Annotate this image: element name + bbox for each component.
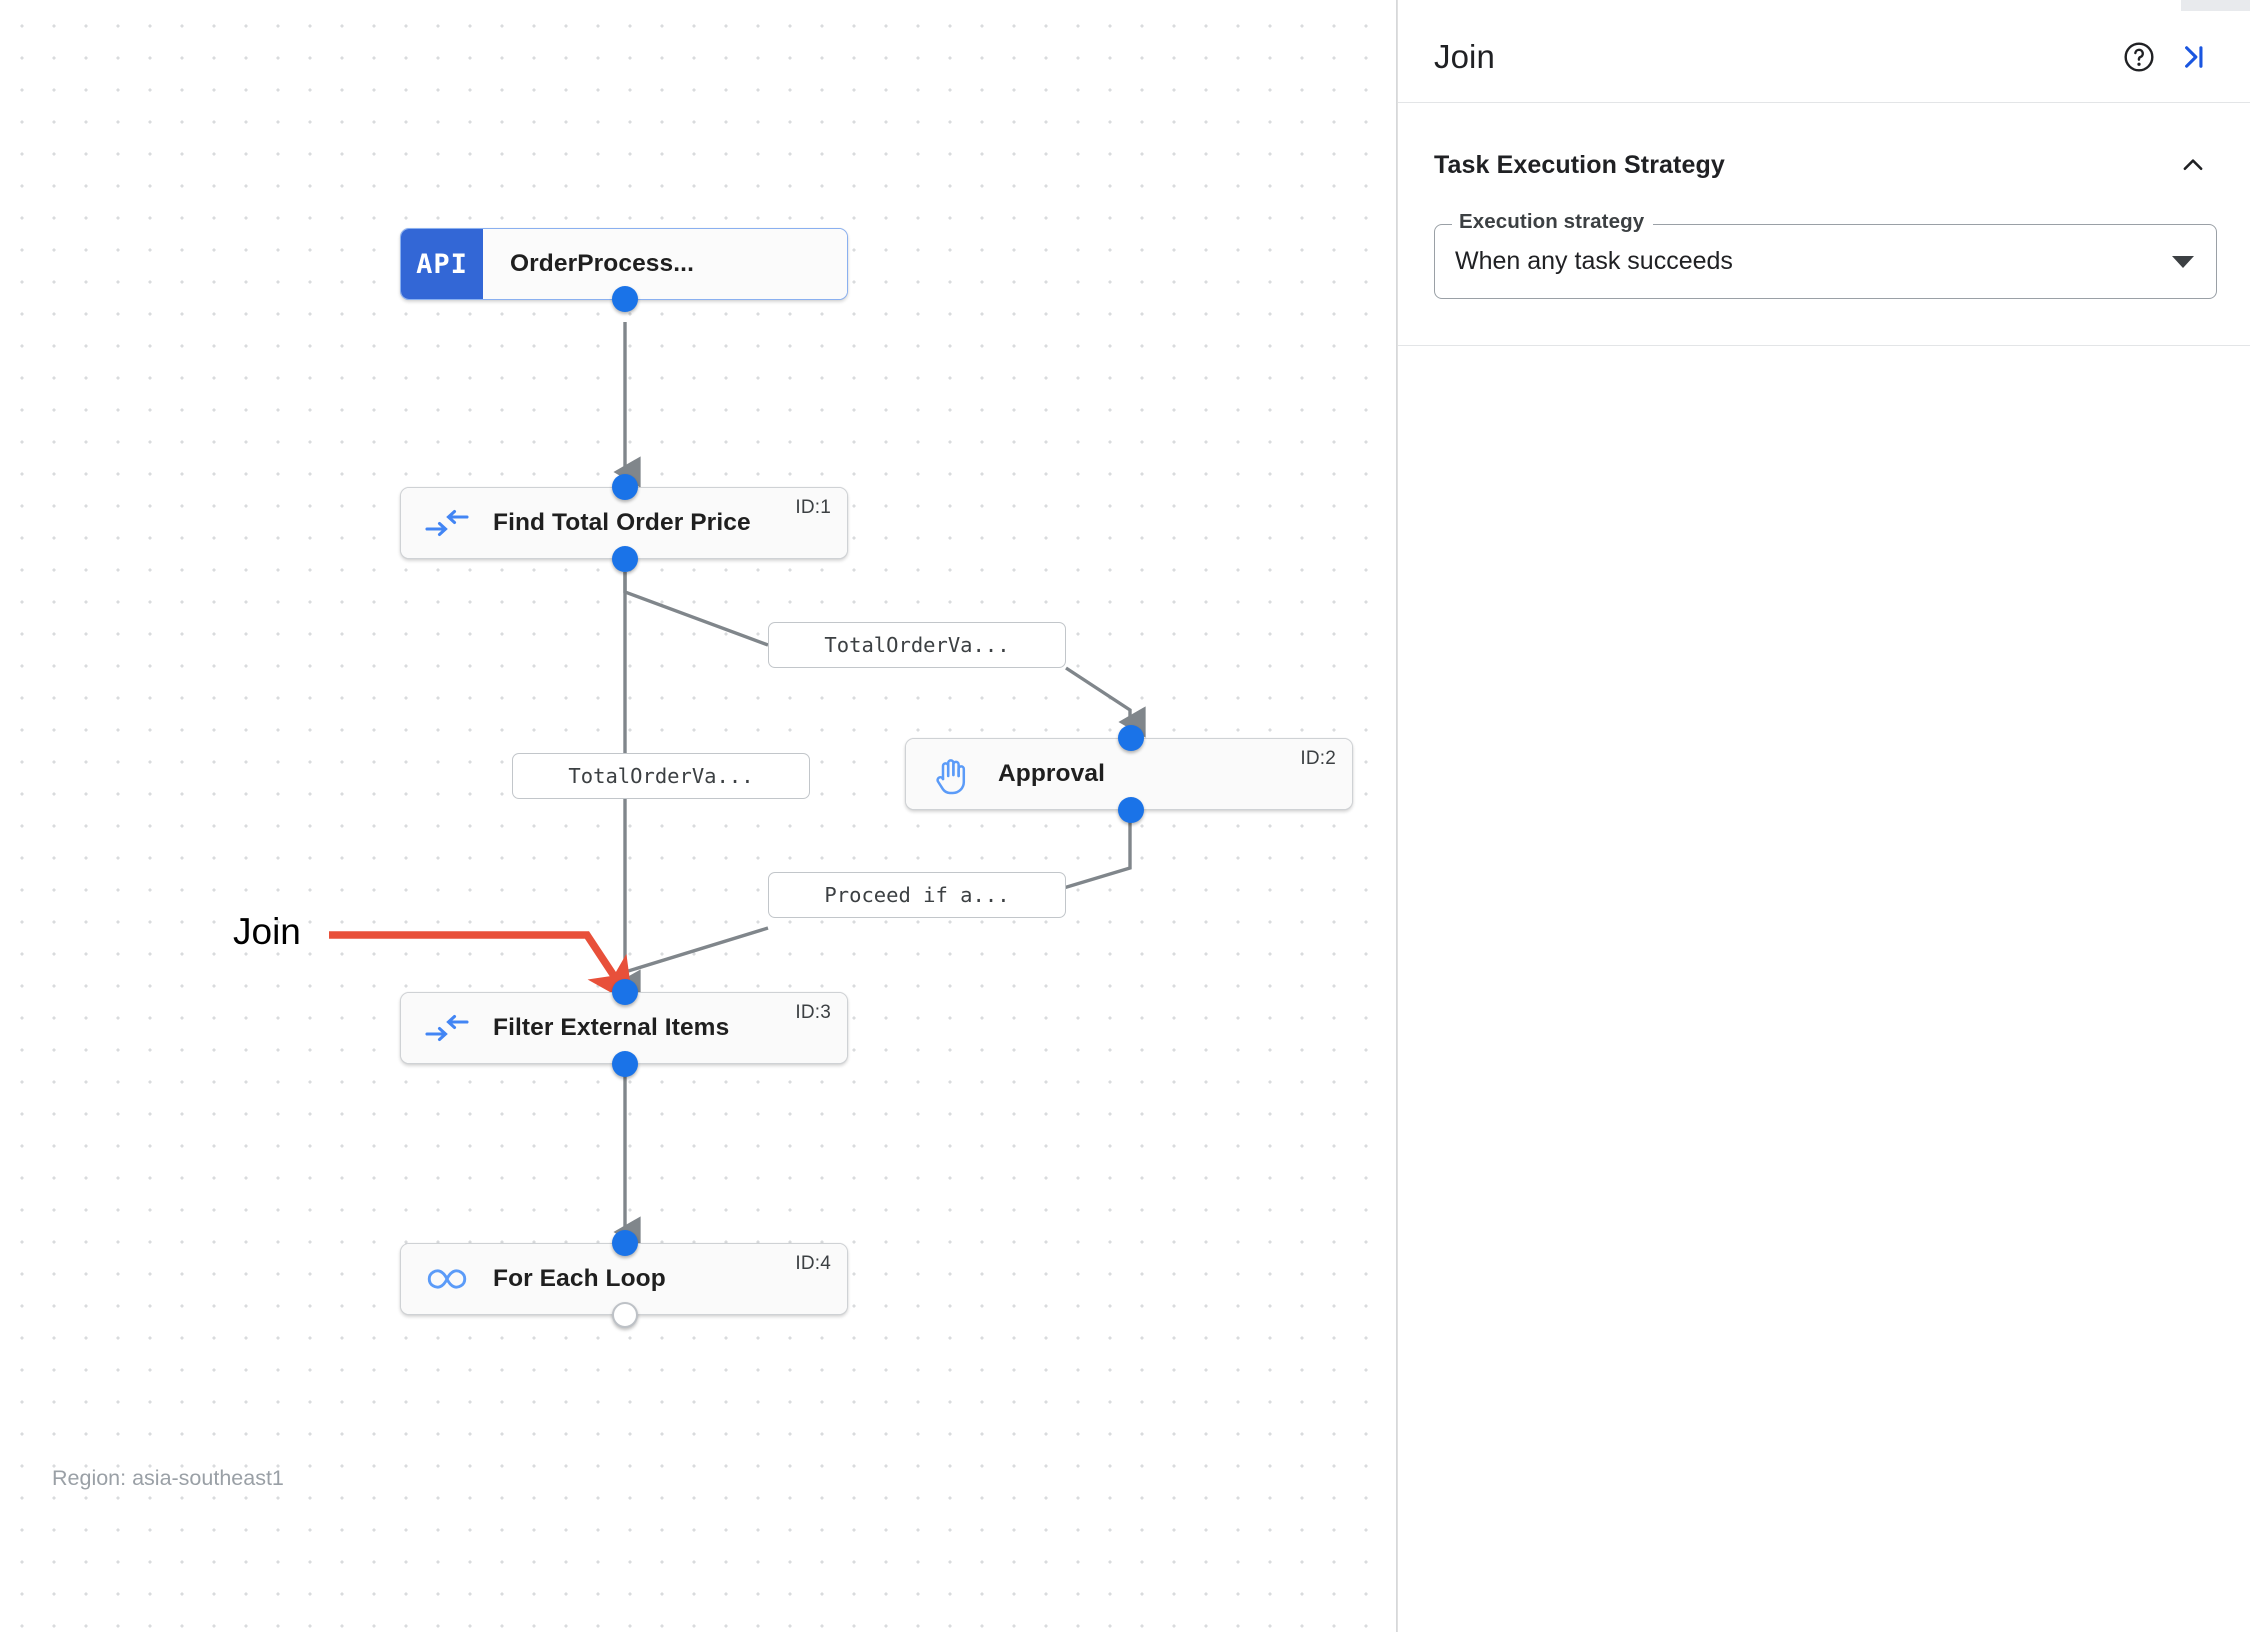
node-output-port[interactable] bbox=[1118, 797, 1144, 823]
workflow-node-title: For Each Loop bbox=[493, 1265, 666, 1292]
api-badge-icon: API bbox=[401, 229, 483, 299]
workflow-node-id-badge: ID:4 bbox=[795, 1253, 831, 1274]
canvas-region-label: Region: asia-southeast1 bbox=[52, 1466, 284, 1490]
workflow-node-title: Find Total Order Price bbox=[493, 509, 751, 536]
raised-hand-icon bbox=[906, 739, 998, 809]
workflow-node-id-badge: ID:3 bbox=[795, 1002, 831, 1023]
edge-label-text: Proceed if a... bbox=[824, 883, 1010, 907]
workflow-canvas[interactable]: API OrderProcess... F bbox=[0, 0, 1397, 1632]
section-task-execution-strategy[interactable]: Task Execution Strategy bbox=[1398, 134, 2250, 196]
node-input-port[interactable] bbox=[612, 474, 638, 500]
merge-arrows-icon bbox=[401, 488, 493, 558]
properties-panel: Join Task Execution Strategy bbox=[1397, 0, 2250, 1632]
execution-strategy-value: When any task succeeds bbox=[1455, 247, 1733, 275]
workflow-node-for-each-loop[interactable]: For Each Loop ID:4 bbox=[400, 1230, 848, 1328]
execution-strategy-label: Execution strategy bbox=[1455, 210, 1649, 234]
node-input-port[interactable] bbox=[612, 979, 638, 1005]
node-input-port[interactable] bbox=[1118, 725, 1144, 751]
execution-strategy-field[interactable]: Execution strategy When any task succeed… bbox=[1434, 210, 2217, 299]
edge-label-pill[interactable]: TotalOrderVa... bbox=[768, 622, 1066, 668]
panel-title: Join bbox=[1434, 37, 1495, 75]
workflow-node-approval[interactable]: Approval ID:2 bbox=[905, 725, 1353, 823]
node-input-port[interactable] bbox=[612, 1230, 638, 1256]
canvas-panel-divider bbox=[1396, 0, 1397, 1632]
edge-label-pill[interactable]: TotalOrderVa... bbox=[512, 753, 810, 799]
panel-section-divider bbox=[1398, 345, 2250, 346]
collapse-panel-right-icon[interactable] bbox=[2169, 33, 2217, 81]
workflow-node-filter-external-items[interactable]: Filter External Items ID:3 bbox=[400, 979, 848, 1077]
workflow-node-id-badge: ID:1 bbox=[795, 497, 831, 518]
panel-top-strip bbox=[2181, 0, 2250, 11]
workflow-node-title: Filter External Items bbox=[493, 1014, 730, 1041]
workflow-node-api[interactable]: API OrderProcess... bbox=[400, 228, 848, 312]
help-circle-icon[interactable] bbox=[2115, 33, 2163, 81]
edge-label-text: TotalOrderVa... bbox=[568, 764, 754, 788]
workflow-node-find-total-order-price[interactable]: Find Total Order Price ID:1 bbox=[400, 474, 848, 572]
infinity-loop-icon bbox=[401, 1244, 493, 1314]
workflow-node-id-badge: ID:2 bbox=[1300, 748, 1336, 769]
panel-header: Join bbox=[1398, 11, 2250, 103]
node-loop-output-port[interactable] bbox=[612, 1302, 638, 1328]
node-output-port[interactable] bbox=[612, 546, 638, 572]
chevron-up-icon[interactable] bbox=[2169, 141, 2217, 189]
workflow-node-title: Approval bbox=[998, 760, 1105, 787]
section-title: Task Execution Strategy bbox=[1434, 150, 1725, 179]
edge-label-text: TotalOrderVa... bbox=[824, 633, 1010, 657]
node-output-port[interactable] bbox=[612, 1051, 638, 1077]
workflow-node-title: OrderProcess... bbox=[510, 250, 694, 277]
edge-label-pill[interactable]: Proceed if a... bbox=[768, 872, 1066, 918]
merge-arrows-icon bbox=[401, 993, 493, 1063]
caret-down-icon[interactable] bbox=[2172, 255, 2194, 268]
execution-strategy-select[interactable]: Execution strategy When any task succeed… bbox=[1434, 210, 2217, 299]
node-output-port[interactable] bbox=[612, 286, 638, 312]
annotation-label-join: Join bbox=[233, 911, 301, 952]
